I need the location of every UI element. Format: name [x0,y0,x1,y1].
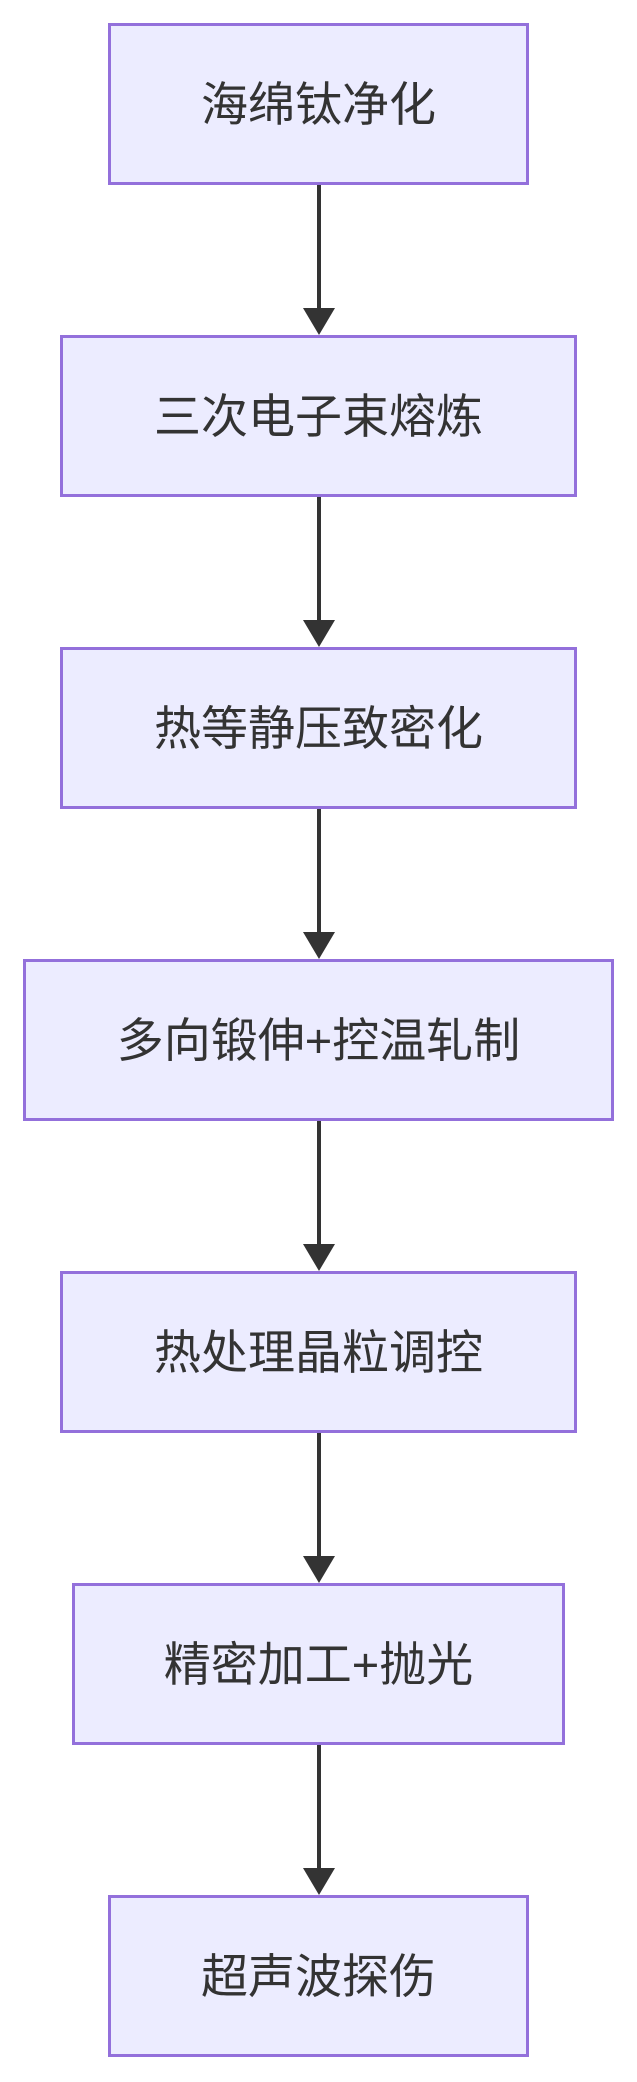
arrow-line [317,1121,321,1248]
arrow-down-icon [303,620,335,647]
flow-node-label: 多向锻伸+控温轧制 [116,1013,521,1067]
flow-node-label: 超声波探伤 [201,1949,436,2003]
arrow-down-icon [303,1244,335,1271]
flow-node-step-2: 三次电子束熔炼 [60,335,577,497]
arrow-down-icon [303,308,335,335]
arrow-line [317,497,321,624]
arrow-line [317,1745,321,1872]
flow-node-label: 热处理晶粒调控 [154,1325,483,1379]
flow-arrow-4-5 [303,1121,335,1271]
flow-arrow-6-7 [303,1745,335,1895]
flow-arrow-3-4 [303,809,335,959]
arrow-line [317,185,321,312]
flow-node-step-7: 超声波探伤 [108,1895,529,2057]
flow-node-step-1: 海绵钛净化 [108,23,529,185]
flow-node-step-5: 热处理晶粒调控 [60,1271,577,1433]
flow-arrow-1-2 [303,185,335,335]
flow-node-label: 三次电子束熔炼 [154,389,483,443]
flow-arrow-5-6 [303,1433,335,1583]
arrow-down-icon [303,1556,335,1583]
arrow-line [317,809,321,936]
flow-node-step-6: 精密加工+抛光 [72,1583,565,1745]
flow-arrow-2-3 [303,497,335,647]
arrow-down-icon [303,932,335,959]
flow-node-label: 精密加工+抛光 [163,1637,474,1691]
flow-node-label: 热等静压致密化 [154,701,483,755]
flow-node-step-4: 多向锻伸+控温轧制 [23,959,614,1121]
arrow-down-icon [303,1868,335,1895]
flow-node-step-3: 热等静压致密化 [60,647,577,809]
flow-node-label: 海绵钛净化 [201,77,436,131]
arrow-line [317,1433,321,1560]
